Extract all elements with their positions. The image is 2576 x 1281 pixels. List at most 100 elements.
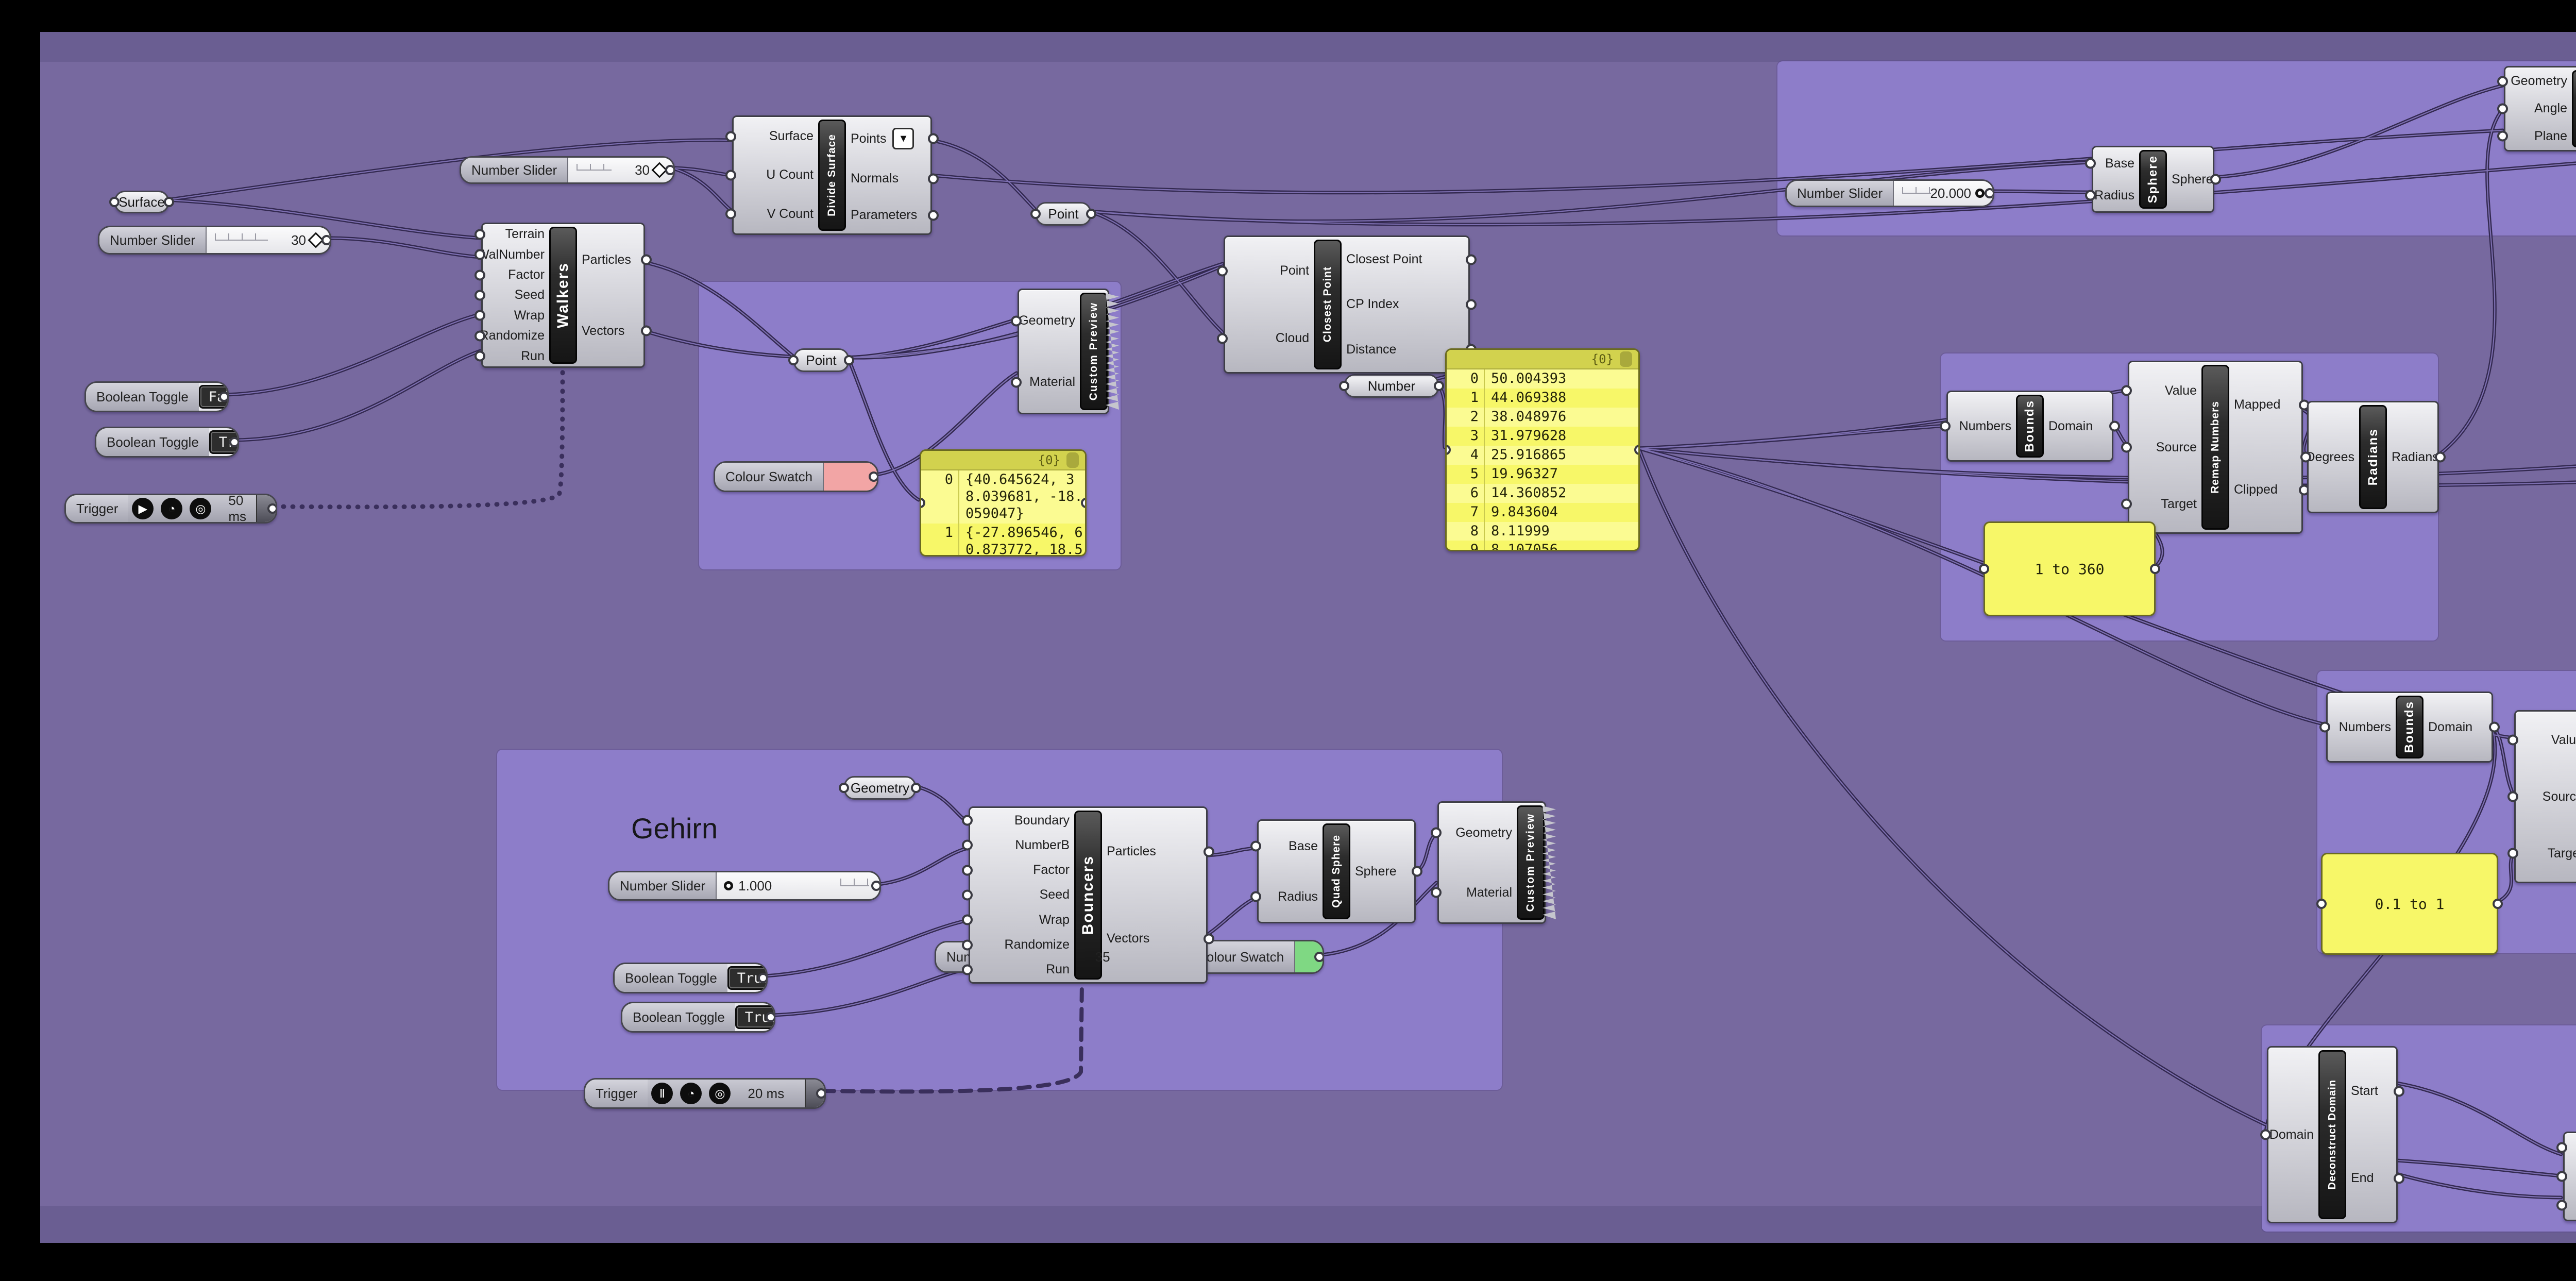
- port-particles[interactable]: Particles: [577, 252, 643, 267]
- point-param-walkers[interactable]: Point: [793, 348, 849, 372]
- bouncers-trigger[interactable]: Trigger Ⅱ ◔ ◎ 20 ms: [584, 1078, 826, 1109]
- port-domain[interactable]: Domain: [2268, 1127, 2318, 1142]
- port-numbers[interactable]: Numbers: [1948, 419, 2016, 434]
- port-walnumber[interactable]: WalNumber: [477, 247, 549, 262]
- port-particles[interactable]: Particles: [1102, 844, 1206, 859]
- component-name-bar[interactable]: Bounds: [2016, 395, 2044, 458]
- port-upper-limit[interactable]: Upper limit: [2565, 1170, 2576, 1183]
- port-radius[interactable]: Radius: [1259, 889, 1323, 904]
- port-material[interactable]: Material: [1019, 375, 1080, 390]
- port-wrap[interactable]: Wrap: [970, 913, 1074, 928]
- radians-component[interactable]: Degrees Radians Radians: [2306, 401, 2439, 513]
- component-name-bar[interactable]: Radians: [2359, 405, 2387, 509]
- port-geometry[interactable]: Geometry: [2505, 74, 2572, 89]
- sphere-radius-slider[interactable]: Number Slider 20.000: [1785, 179, 1994, 207]
- bounds-component-1[interactable]: Numbers Bounds Domain: [1946, 391, 2113, 462]
- port-vectors[interactable]: Vectors: [577, 324, 643, 339]
- swatch-color[interactable]: [824, 463, 877, 491]
- port-mapped[interactable]: Mapped: [2229, 397, 2301, 412]
- bouncers-factor-slider[interactable]: Number Slider 1.000: [608, 871, 881, 901]
- custom-preview-1[interactable]: Geometry Material Custom Preview: [1018, 289, 1119, 414]
- play-icon[interactable]: ▶: [132, 498, 154, 519]
- slider-track[interactable]: 1.000: [717, 872, 879, 899]
- slider-knob-icon[interactable]: [308, 232, 324, 248]
- rotate-component[interactable]: Geometry Angle Plane Rotate Geometry Tra…: [2504, 66, 2576, 151]
- port-run[interactable]: Run: [483, 349, 549, 364]
- port-distance[interactable]: Distance: [1342, 342, 1468, 357]
- walkers-count-slider[interactable]: Number Slider 30: [98, 226, 331, 255]
- port-base[interactable]: Base: [2093, 156, 2139, 171]
- custom-preview-2[interactable]: Geometry Material Custom Preview: [1437, 801, 1556, 924]
- port-parameters[interactable]: Parameters: [846, 208, 930, 223]
- points-panel[interactable]: {0} 0{40.645624, 38.039681, -18.059047} …: [920, 449, 1087, 557]
- port-domain[interactable]: Domain: [2424, 720, 2492, 735]
- port-clipped[interactable]: Clipped: [2229, 482, 2301, 497]
- clock-icon[interactable]: ◔: [161, 498, 183, 519]
- port-surface[interactable]: Surface: [734, 129, 818, 144]
- port-value[interactable]: Value: [2129, 383, 2201, 398]
- walkers-component[interactable]: Terrain WalNumber Factor Seed Wrap Rando…: [477, 223, 645, 368]
- component-name-bar[interactable]: Deconstruct Domain: [2318, 1050, 2346, 1219]
- port-run[interactable]: Run: [970, 962, 1074, 977]
- component-name-bar[interactable]: Divide Surface: [818, 120, 846, 231]
- port-base[interactable]: Base: [1259, 839, 1323, 854]
- slider-track[interactable]: 20.000: [1894, 181, 1993, 206]
- surface-param[interactable]: Surface: [114, 191, 169, 213]
- port-terrain[interactable]: Terrain: [483, 227, 549, 242]
- number-param[interactable]: Number: [1344, 374, 1439, 398]
- port-randomize[interactable]: Randomize: [480, 328, 549, 343]
- port-radius[interactable]: Radius: [2093, 188, 2139, 203]
- domain-1-360-panel[interactable]: 1 to 360: [1984, 521, 2156, 616]
- component-name-bar[interactable]: Rotate: [2572, 70, 2576, 147]
- port-start[interactable]: Start: [2346, 1084, 2396, 1099]
- port-sphere[interactable]: Sphere: [2167, 172, 2213, 187]
- port-vectors[interactable]: Vectors: [1102, 931, 1206, 946]
- port-geometry[interactable]: Geometry: [1439, 825, 1517, 840]
- record-icon[interactable]: ◎: [709, 1083, 731, 1104]
- port-numbers[interactable]: Numbers: [2328, 720, 2396, 735]
- panel-grip[interactable]: [1066, 452, 1079, 468]
- divide-count-slider[interactable]: Number Slider 30: [460, 156, 675, 184]
- trigger-grip[interactable]: [256, 495, 276, 522]
- slider-track[interactable]: 30: [568, 158, 673, 182]
- port-value[interactable]: Value: [2516, 733, 2576, 748]
- port-v-count[interactable]: V Count: [734, 207, 818, 222]
- port-wrap[interactable]: Wrap: [483, 308, 549, 323]
- remap-component-3[interactable]: Value Source Target Remap Numbers Mapped…: [2514, 710, 2576, 883]
- port-degrees[interactable]: Degrees: [2306, 450, 2359, 465]
- remap-component-1[interactable]: Value Source Target Remap Numbers Mapped…: [2128, 361, 2303, 534]
- port-cp-index[interactable]: CP Index: [1342, 297, 1468, 312]
- port-parameter[interactable]: Parameter: [2565, 1199, 2576, 1212]
- port-target[interactable]: Target: [2516, 846, 2576, 861]
- port-closest-point[interactable]: Closest Point: [1342, 252, 1468, 267]
- trigger-grip[interactable]: [805, 1080, 824, 1107]
- port-randomize[interactable]: Randomize: [970, 937, 1074, 952]
- component-name-bar[interactable]: Closest Point: [1314, 240, 1342, 369]
- quad-sphere-component[interactable]: Base Radius Quad Sphere Sphere: [1257, 819, 1416, 923]
- port-factor[interactable]: Factor: [483, 267, 549, 282]
- points-dropdown-icon[interactable]: ▼: [892, 128, 914, 149]
- closest-point-component[interactable]: Point Cloud Closest Point Closest Point …: [1224, 235, 1470, 374]
- divide-surface-component[interactable]: Surface U Count V Count Divide Surface P…: [732, 115, 932, 235]
- port-source[interactable]: Source: [2516, 789, 2576, 804]
- port-u-count[interactable]: U Count: [734, 167, 818, 182]
- walkers-wrap-toggle[interactable]: Boolean Toggle False: [84, 381, 229, 412]
- component-name-bar[interactable]: Walkers: [549, 227, 577, 364]
- walkers-colour-swatch[interactable]: Colour Swatch: [714, 461, 878, 492]
- port-factor[interactable]: Factor: [970, 863, 1074, 878]
- point-param-grid[interactable]: Point: [1036, 202, 1091, 226]
- port-target[interactable]: Target: [2129, 497, 2201, 512]
- port-sphere[interactable]: Sphere: [1350, 864, 1414, 879]
- toggle-value[interactable]: True: [727, 966, 766, 990]
- slider-knob-icon[interactable]: [724, 881, 734, 890]
- domain-01-1-panel[interactable]: 0.1 to 1: [2321, 853, 2498, 955]
- port-plane[interactable]: Plane: [2505, 129, 2572, 144]
- grasshopper-canvas[interactable]: Surface Point Point Number Geometry Numb…: [40, 32, 2576, 1243]
- port-end[interactable]: End: [2346, 1171, 2396, 1186]
- clock-icon[interactable]: ◔: [680, 1083, 702, 1104]
- component-name-bar[interactable]: Custom Preview: [1080, 293, 1108, 410]
- deconstruct-domain-component[interactable]: Domain Deconstruct Domain Start End: [2267, 1046, 2398, 1223]
- port-cloud[interactable]: Cloud: [1225, 331, 1314, 346]
- toggle-value[interactable]: True: [209, 430, 238, 454]
- component-name-bar[interactable]: Quad Sphere: [1323, 823, 1350, 919]
